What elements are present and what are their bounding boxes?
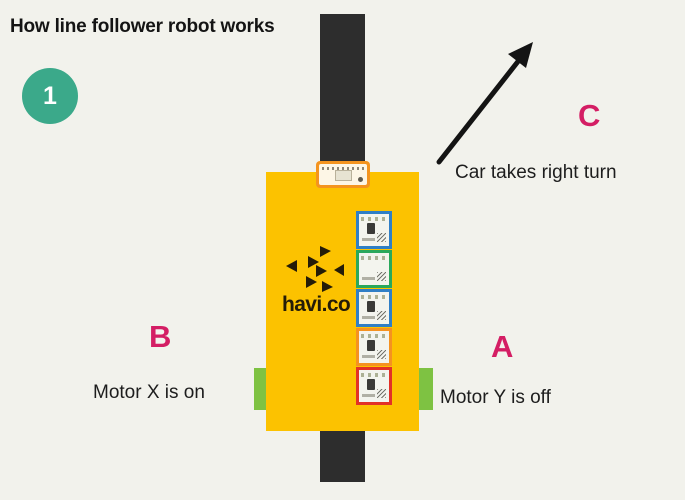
sensor-trace-icon	[362, 237, 376, 241]
ir-sensor-module-icon	[356, 250, 392, 288]
sensor-marking-icon	[377, 233, 386, 243]
havi-logo-text: havi.co	[282, 293, 351, 316]
caption-motor-x: Motor X is on	[93, 382, 205, 403]
step-number-badge: 1	[22, 68, 78, 124]
ir-sensor-module-icon	[356, 211, 392, 249]
sensor-pin-header-icon	[361, 333, 387, 338]
burst-arrows-svg	[286, 246, 344, 292]
sensor-marking-icon	[377, 311, 386, 321]
sensor-pin-header-icon	[361, 372, 387, 377]
sensor-trace-icon	[362, 354, 376, 358]
controller-board-face	[319, 164, 367, 185]
sensor-pin-header-icon	[361, 216, 387, 221]
sensor-trace-icon	[362, 315, 376, 319]
sensor-chip-icon	[366, 378, 375, 390]
left-wheel	[254, 368, 269, 410]
sensor-chip-icon	[366, 300, 375, 312]
label-letter-c: C	[578, 98, 601, 133]
black-line-track-lower	[320, 431, 365, 482]
sensor-module-stack	[356, 211, 392, 406]
sensor-trace-icon	[362, 393, 376, 397]
sensor-marking-icon	[377, 272, 386, 282]
robot-chassis	[266, 172, 419, 431]
right-wheel	[418, 368, 433, 410]
caption-right-turn: Car takes right turn	[455, 162, 617, 183]
page-title: How line follower robot works	[10, 16, 275, 37]
step-number-text: 1	[43, 81, 57, 110]
right-turn-arrow-icon	[430, 36, 550, 170]
havi-burst-arrows-icon	[286, 246, 358, 292]
controller-led-icon	[358, 176, 364, 182]
turn-arrow-svg	[436, 42, 533, 165]
caption-motor-y: Motor Y is off	[440, 387, 551, 408]
ir-sensor-module-icon	[356, 289, 392, 327]
controller-pin-header-icon	[321, 166, 365, 170]
black-line-track-upper	[320, 14, 365, 172]
label-letter-b: B	[149, 319, 172, 354]
sensor-pin-header-icon	[361, 255, 387, 260]
sensor-marking-icon	[377, 350, 386, 360]
sensor-marking-icon	[377, 389, 386, 399]
controller-chip-icon	[335, 170, 352, 181]
sensor-chip-icon	[366, 339, 375, 351]
microcontroller-board-icon	[316, 161, 370, 188]
ir-sensor-module-icon	[356, 367, 392, 405]
sensor-trace-icon	[362, 276, 376, 280]
havi-logo: havi.co	[282, 246, 368, 315]
sensor-chip-icon	[366, 222, 375, 234]
sensor-pin-header-icon	[361, 294, 387, 299]
label-letter-a: A	[491, 329, 514, 364]
ir-sensor-module-icon	[356, 328, 392, 366]
